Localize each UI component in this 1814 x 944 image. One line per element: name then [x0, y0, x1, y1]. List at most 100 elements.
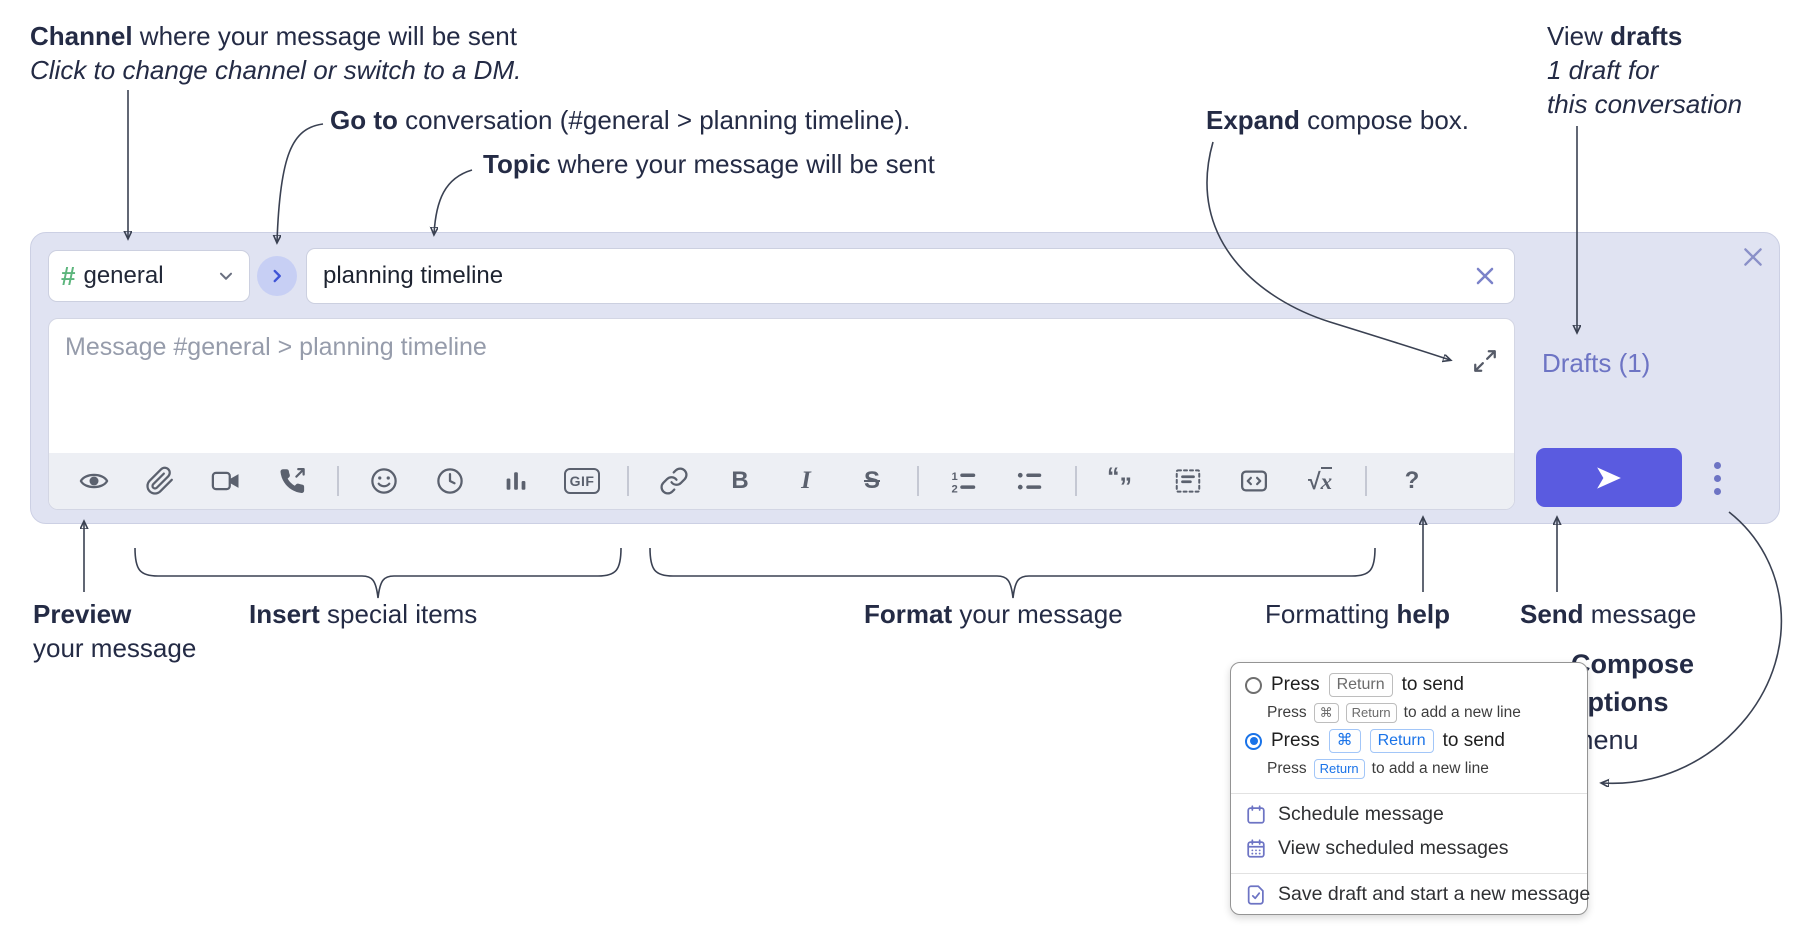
insert-link-button[interactable]: [656, 461, 692, 501]
annotation-insert-rest: special items: [319, 599, 478, 629]
annotation-send-bold: Send: [1520, 599, 1584, 629]
toolbar-divider: [627, 466, 629, 496]
close-icon: [1744, 248, 1762, 266]
strikethrough-icon: S: [863, 467, 880, 494]
annotation-topic-bold: Topic: [483, 149, 551, 179]
menu-item-label: View scheduled messages: [1278, 837, 1509, 859]
annotation-channel-rest: where your message will be sent: [132, 21, 517, 51]
annotation-drafts-pre: View: [1547, 21, 1611, 51]
annotation-drafts-line2: 1 draft for: [1547, 55, 1659, 85]
option-cmd-return-subtext: Press Return to add a new line: [1267, 759, 1489, 779]
code-block-button[interactable]: [1170, 461, 1206, 501]
annotation-format-bold: Format: [864, 599, 953, 629]
bold-button[interactable]: B: [722, 461, 758, 501]
svg-text:1: 1: [952, 471, 958, 483]
italic-button[interactable]: I: [788, 461, 824, 501]
gif-button[interactable]: GIF: [563, 461, 601, 501]
schedule-clock-button[interactable]: [432, 461, 468, 501]
option-cmd-return-to-send[interactable]: Press ⌘ Return to send: [1245, 729, 1505, 753]
drafts-link[interactable]: Drafts (1): [1542, 348, 1651, 378]
message-compose-area: Message #general > planning timeline GIF…: [48, 318, 1515, 510]
inline-code-button[interactable]: [1236, 461, 1272, 501]
math-formula-button[interactable]: √x: [1302, 461, 1338, 501]
link-chain-icon: [660, 467, 688, 495]
calendar-icon: [1247, 804, 1265, 824]
annotation-send: Send message: [1520, 598, 1696, 630]
menu-item-view-scheduled[interactable]: View scheduled messages: [1245, 837, 1509, 860]
annotation-topic-rest: where your message will be sent: [550, 149, 935, 179]
annotation-formatting-help: Formatting help: [1265, 598, 1450, 630]
annotation-preview-line2: your message: [33, 633, 197, 663]
emoji-button[interactable]: [366, 461, 402, 501]
annotation-expand: Expand compose box.: [1206, 104, 1469, 136]
math-sqrt-icon: √x: [1307, 466, 1333, 494]
kebab-dot: [1713, 461, 1721, 469]
bar-chart-icon: [506, 472, 526, 490]
annotation-insert: Insert special items: [249, 598, 477, 630]
return-keycap: Return: [1369, 729, 1434, 753]
annotation-send-rest: message: [1583, 599, 1697, 629]
annotation-view-drafts: View drafts: [1547, 20, 1682, 52]
phone-call-icon: [280, 468, 305, 494]
audio-call-button[interactable]: [274, 461, 310, 501]
menu-item-save-draft[interactable]: Save draft and start a new message: [1245, 883, 1590, 906]
blockquote-icon: “”: [1107, 466, 1133, 496]
option-subtext: to add a new line: [1371, 760, 1489, 777]
bulleted-list-icon: [1017, 472, 1042, 490]
calendar-grid-icon: [1247, 838, 1265, 858]
radio-selected-icon[interactable]: [1245, 732, 1262, 750]
expand-compose-button[interactable]: [1470, 347, 1500, 377]
annotation-topic: Topic where your message will be sent: [483, 148, 935, 180]
arrow-goto: [277, 123, 324, 242]
brace-format-message: [649, 547, 1376, 599]
topic-input[interactable]: planning timeline: [306, 248, 1515, 304]
goto-conversation-button[interactable]: [257, 256, 297, 296]
close-compose-button[interactable]: [1739, 244, 1767, 272]
cmd-keycap: ⌘: [1328, 729, 1361, 753]
video-clip-button[interactable]: [208, 461, 244, 501]
attach-file-button[interactable]: [142, 461, 178, 501]
kebab-dot: [1713, 487, 1721, 495]
question-mark-icon: ?: [1404, 467, 1420, 494]
message-input[interactable]: Message #general > planning timeline: [49, 319, 1514, 453]
return-keycap: Return: [1345, 703, 1397, 723]
chevron-right-icon: [273, 269, 281, 283]
message-placeholder: Message #general > planning timeline: [65, 333, 487, 361]
compose-options-kebab-button[interactable]: [1703, 453, 1731, 503]
option-text: to send: [1442, 730, 1505, 751]
inline-code-icon: [1241, 470, 1267, 492]
option-subtext: to add a new line: [1403, 704, 1521, 721]
option-subtext: Press: [1267, 760, 1307, 777]
annotation-expand-rest: compose box.: [1299, 105, 1470, 135]
annotation-help-bold: help: [1396, 599, 1450, 629]
clear-topic-icon[interactable]: [1472, 263, 1498, 289]
svg-text:“: “: [1107, 466, 1120, 491]
formatting-help-button[interactable]: ?: [1394, 461, 1430, 501]
preview-eye-button[interactable]: [76, 461, 112, 501]
menu-item-label: Save draft and start a new message: [1278, 883, 1591, 905]
strikethrough-button[interactable]: S: [854, 461, 890, 501]
option-return-to-send[interactable]: Press Return to send: [1245, 673, 1464, 697]
channel-selector[interactable]: # general: [48, 250, 250, 302]
annotation-channel-bold: Channel: [30, 21, 133, 51]
option-subtext: Press: [1267, 704, 1307, 721]
option-text: Press: [1271, 674, 1320, 695]
annotation-drafts-line3: this conversation: [1547, 89, 1743, 119]
toolbar-divider: [1075, 466, 1077, 496]
gif-icon: GIF: [563, 468, 601, 494]
return-keycap: Return: [1313, 759, 1365, 779]
smiley-icon: [371, 468, 397, 494]
menu-item-schedule-message[interactable]: Schedule message: [1245, 803, 1444, 826]
toolbar-divider: [1365, 466, 1367, 496]
bulleted-list-button[interactable]: [1012, 461, 1048, 501]
send-button[interactable]: [1536, 448, 1682, 507]
option-text: to send: [1401, 674, 1464, 695]
cmd-keycap: ⌘: [1313, 703, 1339, 723]
radio-unselected-icon[interactable]: [1245, 676, 1262, 694]
svg-text:”: ”: [1120, 473, 1133, 496]
annotation-compose-options-line1: Compose: [1571, 649, 1695, 679]
poll-button[interactable]: [498, 461, 534, 501]
blockquote-button[interactable]: “”: [1104, 461, 1140, 501]
